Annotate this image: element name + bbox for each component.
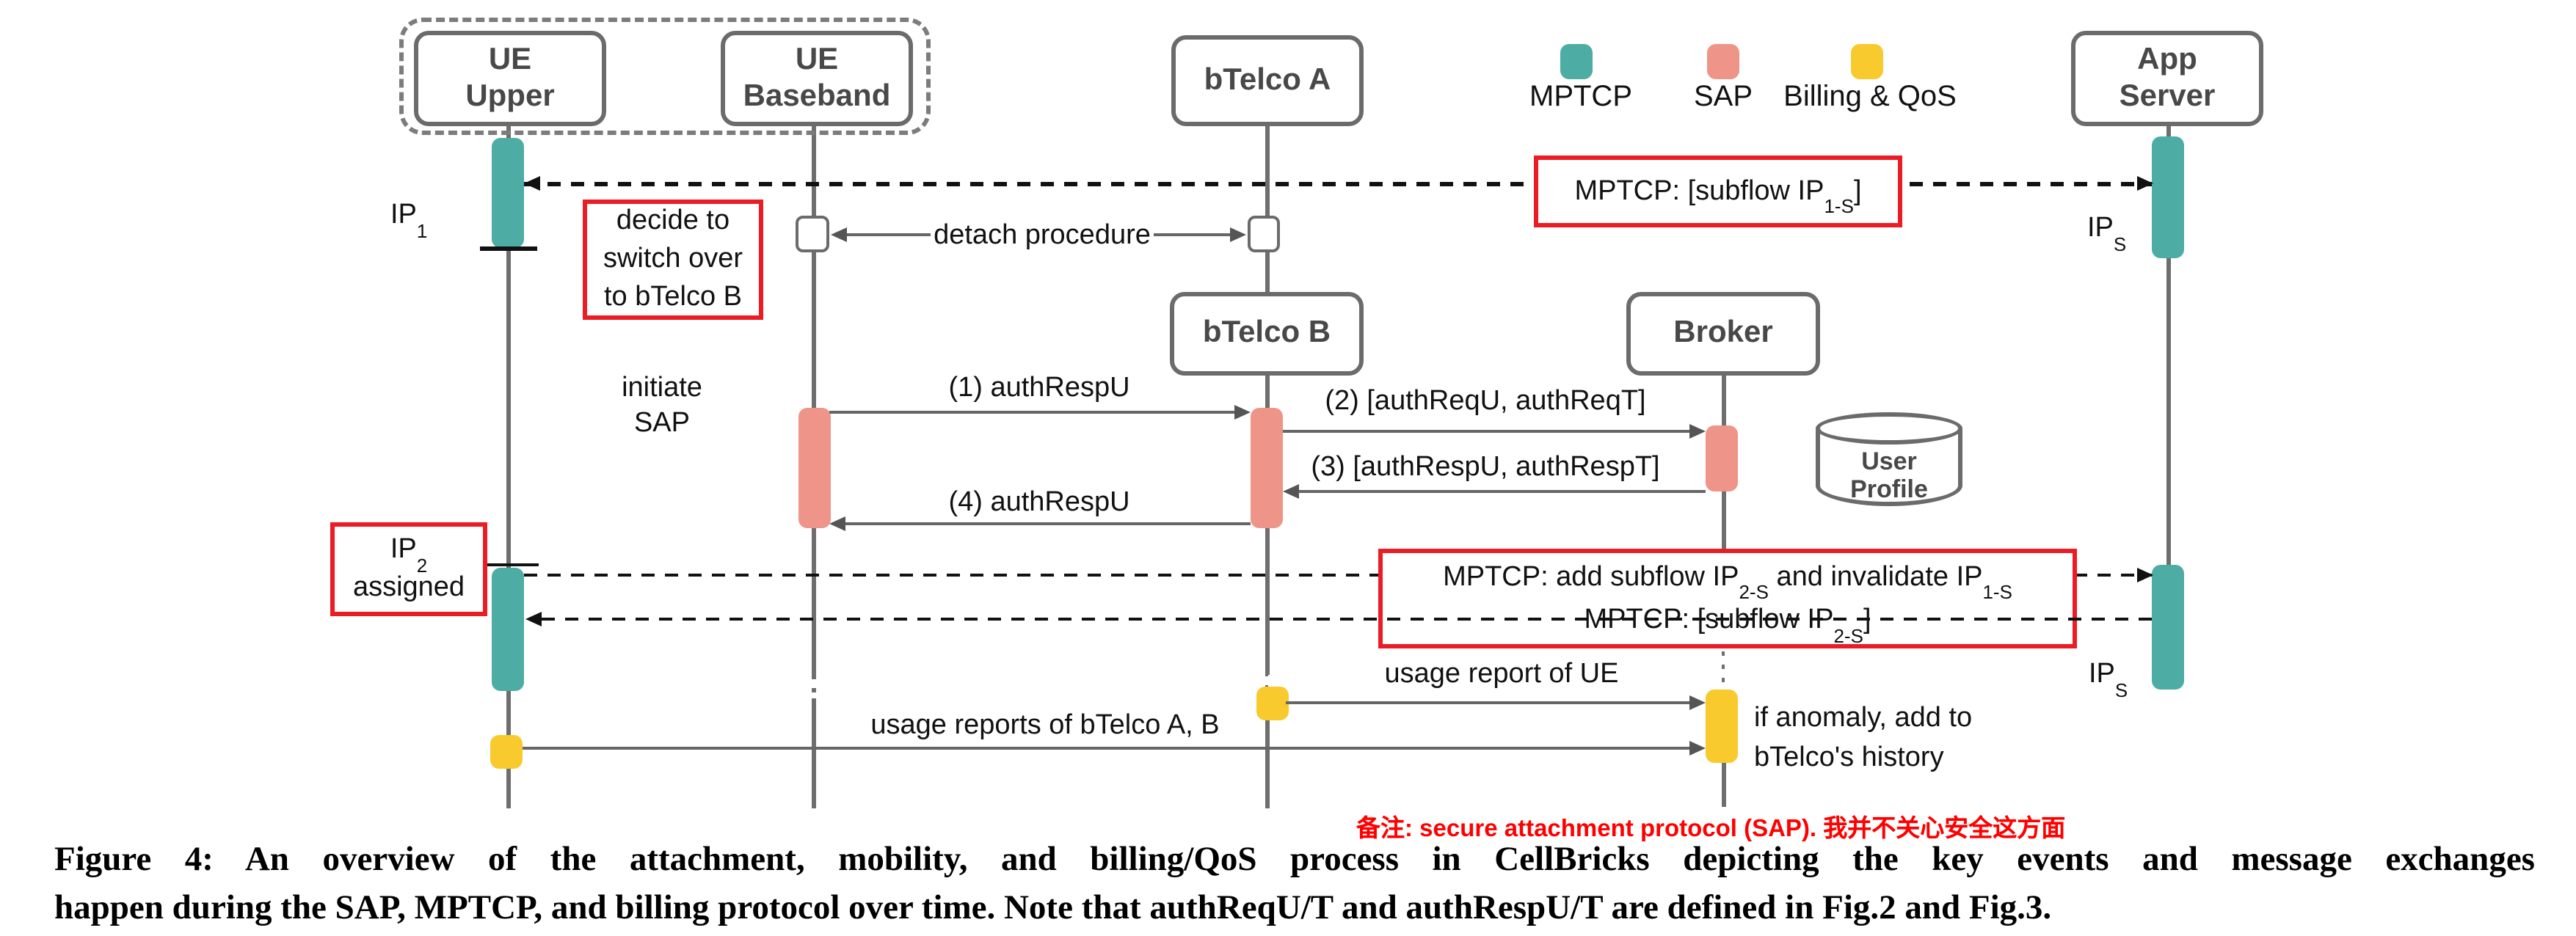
- msg2-line: [1283, 430, 1691, 433]
- figure-caption: Figure 4: An overview of the attachment,…: [54, 836, 2535, 932]
- arrowhead-add-subflow-right: [2137, 567, 2153, 582]
- mptcp-add-subflow-line: [524, 573, 2153, 577]
- node-broker-label: Broker: [1673, 315, 1773, 350]
- usage-report-ue-head: [1689, 695, 1706, 709]
- mptcp-add-invalidate-label: MPTCP: add subflow IP2-S and invalidate …: [1443, 561, 2012, 604]
- node-app-server-label2: Server: [2119, 78, 2216, 112]
- activation-sap-ue-baseband: [798, 407, 830, 527]
- lifeline-ue-baseband: [812, 126, 816, 675]
- decide-line3: to bTelco B: [604, 282, 742, 313]
- activation-sap-btelco-b: [1251, 407, 1283, 527]
- node-ue-upper-label2: Upper: [465, 78, 555, 112]
- node-ue-baseband: UE Baseband: [721, 31, 913, 126]
- node-ue-baseband-label2: Baseband: [743, 78, 891, 112]
- red-annotation-note: 备注: secure attachment protocol (SAP). 我并…: [1356, 816, 2066, 842]
- node-app-server-label1: App: [2137, 42, 2197, 76]
- activation-sap-broker: [1705, 425, 1737, 491]
- lifeline-ue-baseband-dotted: [812, 675, 815, 698]
- arrowhead-subflow1-left: [524, 176, 540, 191]
- msg3-line: [1299, 490, 1706, 493]
- legend-swatch-mptcp: [1560, 44, 1593, 79]
- detach-arrow-right-line: [1154, 233, 1230, 236]
- msg2-label: (2) [authReqU, authReqT]: [1325, 386, 1646, 417]
- activation-mptcp-app-server-2: [2152, 565, 2184, 690]
- ips-top-label: IPS: [2087, 213, 2127, 255]
- msg3-label: (3) [authRespU, authRespT]: [1311, 452, 1660, 483]
- ips-bottom-label: IPS: [2089, 659, 2128, 701]
- decide-line1: decide to: [616, 205, 730, 236]
- legend-label-sap: SAP: [1693, 81, 1753, 113]
- legend-swatch-billing: [1851, 44, 1883, 79]
- usage-report-ue-line: [1286, 701, 1689, 703]
- usage-reports-btelco-head: [1689, 741, 1706, 756]
- end-tick-ip1: [480, 246, 537, 250]
- usage-reports-btelco-label: usage reports of bTelco A, B: [870, 710, 1220, 741]
- activation-mptcp-ue-upper-2: [492, 568, 524, 691]
- ue-group-border: [399, 18, 931, 135]
- activation-billing-btelco: [1256, 686, 1289, 720]
- detach-procedure-label: detach procedure: [934, 220, 1151, 251]
- ip2-assigned-box: IP2 assigned: [330, 522, 487, 616]
- detach-arrow-right-head: [1230, 227, 1246, 242]
- ip2-label: IP2: [390, 534, 428, 577]
- ip1-label: IP1: [390, 200, 428, 242]
- msg3-head: [1283, 484, 1299, 499]
- caption-line2: happen during the SAP, MPTCP, and billin…: [54, 888, 2052, 926]
- lifeline-broker-dotted: [1721, 651, 1725, 690]
- lifeline-btelco-dotted: [1265, 672, 1268, 687]
- node-btelco-a-label: bTelco A: [1204, 62, 1331, 97]
- msg1-label: (1) authRespU: [948, 373, 1130, 403]
- mptcp-subflow1-line: [524, 182, 2153, 186]
- msg1-line: [829, 411, 1234, 414]
- start-tick-ip2: [481, 563, 539, 566]
- msg1-head: [1234, 405, 1251, 420]
- msg4-line: [845, 522, 1251, 524]
- detach-box-btelco-a: [1248, 216, 1280, 252]
- arrowhead-subflow2-left: [525, 611, 542, 626]
- legend-label-mptcp: MPTCP: [1529, 81, 1632, 113]
- detach-arrow-left-line: [847, 233, 931, 236]
- msg4-head: [829, 516, 845, 530]
- arrowhead-subflow1-right: [2137, 176, 2153, 191]
- lifeline-ue-baseband-lower: [812, 698, 816, 808]
- detach-arrow-left-head: [831, 227, 847, 242]
- node-btelco-b-label: bTelco B: [1202, 315, 1331, 350]
- usage-reports-btelco-line: [523, 747, 1689, 750]
- activation-mptcp-app-server-1: [2152, 136, 2184, 257]
- node-app-server: App Server: [2071, 31, 2263, 126]
- usage-report-ue-label: usage report of UE: [1384, 659, 1619, 690]
- node-btelco-b: bTelco B: [1170, 292, 1364, 376]
- node-ue-baseband-label1: UE: [795, 42, 839, 76]
- legend-swatch-sap: [1707, 44, 1739, 79]
- mptcp-handover-box: MPTCP: add subflow IP2-S and invalidate …: [1378, 549, 2077, 648]
- mptcp-subflow1-label: MPTCP: [subflow IP1-S]: [1574, 175, 1862, 218]
- node-btelco-a: bTelco A: [1171, 35, 1364, 126]
- node-broker: Broker: [1626, 292, 1820, 376]
- database-top-ellipse: [1816, 412, 1962, 445]
- mptcp-subflow2-line: [542, 617, 2153, 621]
- node-ue-upper-label1: UE: [488, 42, 532, 76]
- legend-label-billing: Billing & QoS: [1783, 81, 1957, 113]
- detach-box-ue-baseband: [796, 216, 829, 252]
- lifeline-app-server: [2166, 126, 2170, 690]
- caption-line1: Figure 4: An overview of the attachment,…: [54, 841, 2535, 879]
- lifeline-ue-upper: [506, 126, 510, 568]
- decide-switch-box: decide to switch over to bTelco B: [583, 200, 763, 320]
- lifeline-broker-lower: [1721, 763, 1725, 807]
- activation-billing-ue-upper: [490, 735, 523, 769]
- decide-line2: switch over: [603, 243, 743, 274]
- activation-mptcp-ue-upper-1: [492, 138, 524, 248]
- ip2-assigned-label: assigned: [352, 572, 465, 603]
- msg4-label: (4) authRespU: [948, 487, 1130, 518]
- node-ue-upper: UE Upper: [414, 31, 606, 126]
- lifeline-btelco-lower: [1265, 720, 1269, 808]
- mptcp-subflow1-box: MPTCP: [subflow IP1-S]: [1534, 156, 1902, 227]
- lifeline-btelco: [1265, 126, 1269, 675]
- activation-billing-broker: [1705, 690, 1737, 763]
- msg2-head: [1689, 424, 1706, 439]
